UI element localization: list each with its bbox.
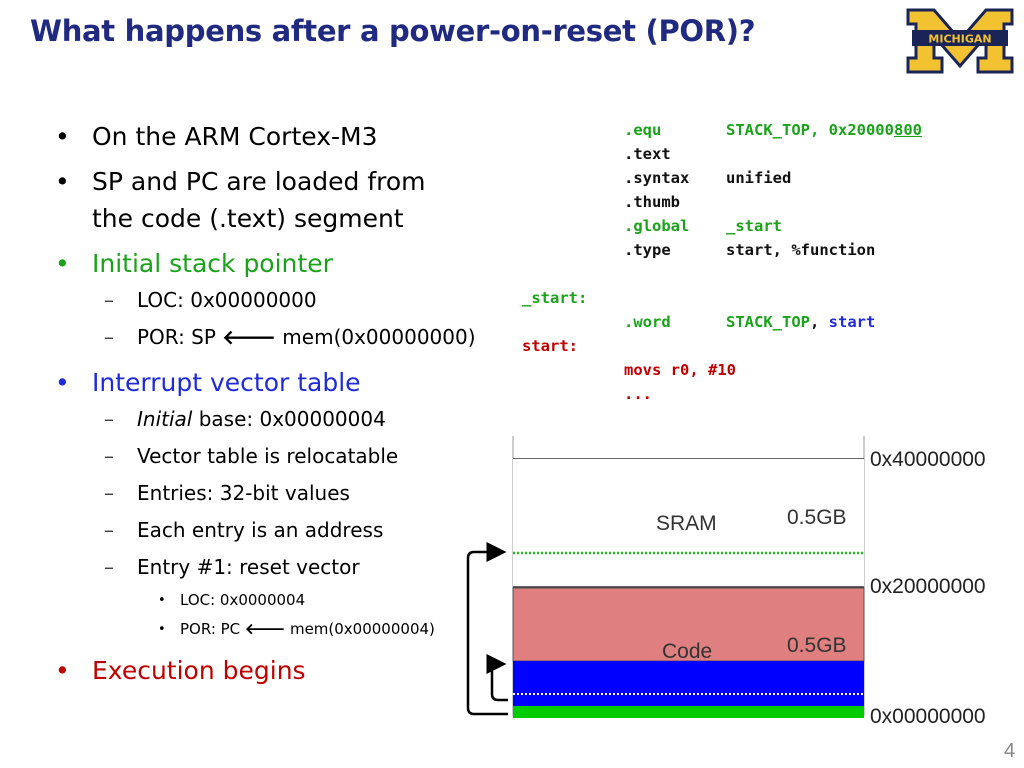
address-label-middle: 0x20000000 (870, 575, 986, 598)
code-region (512, 587, 865, 662)
sub-bullet-loc: –LOC: 0x00000000 (104, 288, 317, 312)
code-line-movs: movs r0, #10 (624, 361, 736, 379)
sub-bullet-reset-vector: –Entry #1: reset vector (104, 555, 360, 579)
memory-map-diagram: SRAM 0.5GB Code 0.5GB 0x40000000 0x20000… (466, 436, 986, 728)
left-arrow-icon: 🡐 (222, 325, 276, 349)
code-label: Code (662, 640, 712, 663)
bullet-execution: •Execution begins (55, 656, 306, 685)
logo-text: MICHIGAN (928, 33, 991, 46)
code-line-type-arg: start, %function (726, 241, 876, 259)
vector-table-region (513, 661, 864, 706)
michigan-logo: MICHIGAN (906, 8, 1014, 74)
code-line-word: .word (624, 313, 671, 331)
code-line-equ-arg: STACK_TOP, 0x20000800 (726, 121, 922, 139)
pc-load-arrow (486, 654, 508, 702)
sub-bullet-relocatable: –Vector table is relocatable (104, 444, 399, 468)
code-line-equ: .equ (624, 121, 662, 139)
bullet-cortex: •On the ARM Cortex-M3 (55, 122, 378, 151)
code-line-global-arg: _start (726, 217, 782, 235)
code-label-underscore-start: _start: (522, 289, 588, 307)
code-line-ellipsis: ... (624, 385, 652, 403)
sram-region (513, 459, 864, 587)
address-label-top: 0x40000000 (870, 448, 986, 471)
sub-sub-bullet-por-pc: •POR: PC 🡐 mem(0x00000004) (158, 620, 435, 638)
slide-title: What happens after a power-on-reset (POR… (30, 14, 756, 48)
code-size: 0.5GB (787, 634, 847, 657)
page-number: 4 (1004, 740, 1016, 762)
sub-sub-bullet-loc: •LOC: 0x0000004 (158, 591, 306, 609)
sub-bullet-address: –Each entry is an address (104, 518, 384, 542)
code-line-word-args: STACK_TOP, start (726, 313, 876, 331)
code-line-text: .text (624, 145, 671, 163)
address-label-bottom: 0x00000000 (870, 705, 986, 728)
bullet-list: •On the ARM Cortex-M3 •SP and PC are loa… (52, 118, 492, 689)
code-line-global: .global (624, 217, 690, 235)
left-arrow-icon: 🡐 (244, 620, 286, 638)
code-line-thumb: .thumb (624, 193, 680, 211)
initial-sp-entry (513, 706, 864, 718)
sub-bullet-por-sp: –POR: SP 🡐 mem(0x00000000) (104, 325, 476, 349)
sub-bullet-entries: –Entries: 32-bit values (104, 481, 350, 505)
code-line-syntax-arg: unified (726, 169, 792, 187)
assembly-code: .equ STACK_TOP, 0x20000800 .text .syntax… (522, 118, 1017, 408)
code-label-start: start: (522, 337, 578, 355)
sp-load-arrow (466, 542, 508, 716)
bullet-vector-table: •Interrupt vector table (55, 368, 361, 397)
sram-label: SRAM (656, 512, 717, 535)
code-line-syntax: .syntax (624, 169, 690, 187)
code-line-type: .type (624, 241, 671, 259)
sram-size: 0.5GB (787, 506, 847, 529)
sub-bullet-initial-base: –Initial base: 0x00000004 (104, 407, 386, 431)
bullet-initial-sp: •Initial stack pointer (55, 249, 333, 278)
